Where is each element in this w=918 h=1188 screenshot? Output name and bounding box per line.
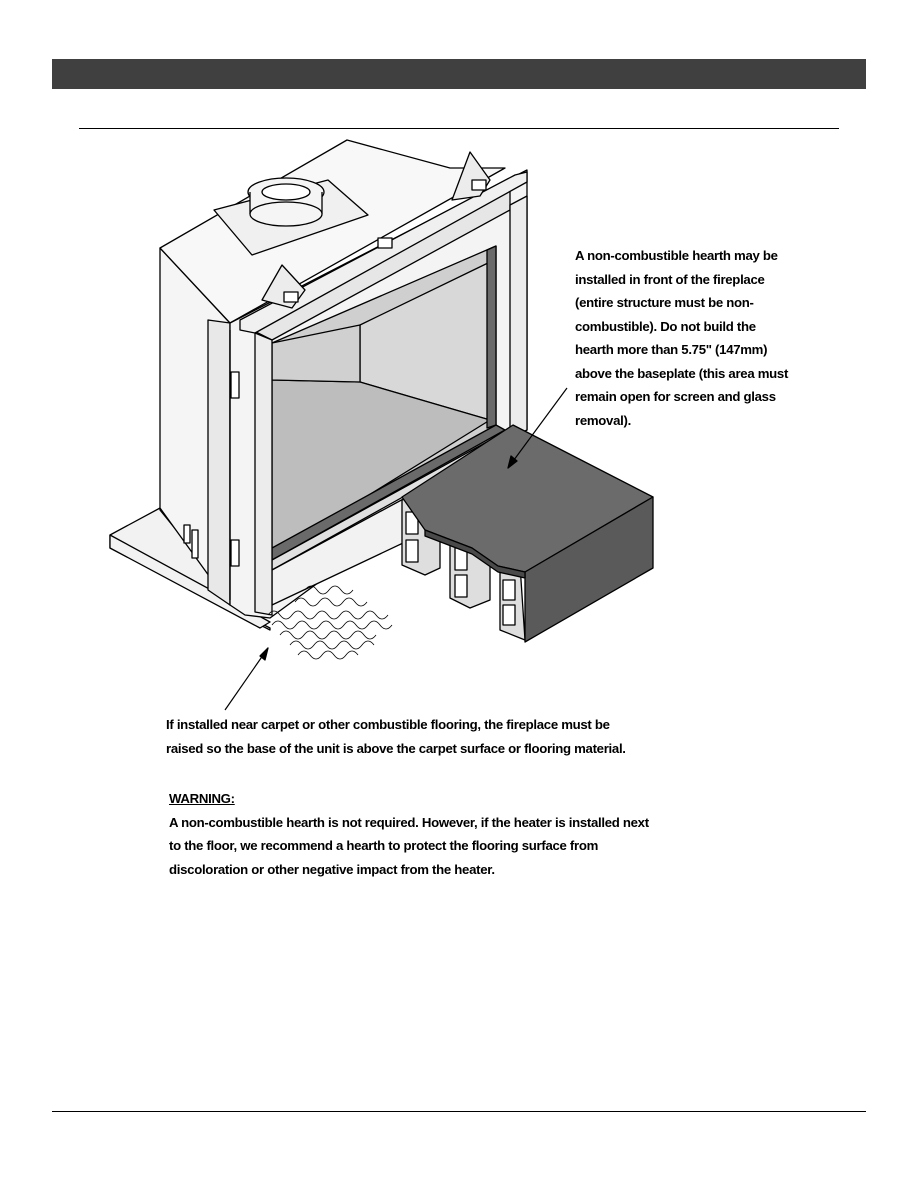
carpet-texture — [267, 585, 393, 660]
hearth-note-line: (entire structure must be non- — [575, 295, 754, 310]
carpet-note-line: If installed near carpet or other combus… — [166, 717, 610, 732]
warning-line: to the floor, we recommend a hearth to p… — [169, 838, 599, 853]
hearth-note-line: above the baseplate (this area must — [575, 365, 789, 381]
carpet-note: If installed near carpet or other combus… — [166, 713, 626, 760]
warning-title: WARNING: — [169, 791, 235, 806]
hearth-note-line: remain open for screen and glass — [575, 389, 776, 404]
hearth-note-line: combustible). Do not build the — [575, 318, 756, 334]
hearth-side — [524, 496, 654, 643]
hearth-note-line: installed in front of the fireplace — [575, 271, 765, 287]
hearth-leader — [507, 387, 568, 469]
hearth-note-line: removal). — [575, 412, 631, 428]
top-divider — [79, 128, 839, 129]
carpet-note-line: raised so the base of the unit is above … — [166, 740, 626, 756]
bottom-divider — [52, 1111, 866, 1112]
carpet-leader — [224, 647, 269, 711]
hearth-note: A non-combustible hearth may be installe… — [575, 244, 815, 432]
hearth-note-line: hearth more than 5.75" (147mm) — [575, 342, 768, 357]
hearth-note-line: A non-combustible hearth may be — [575, 248, 778, 263]
warning-block: WARNING: A non-combustible hearth is not… — [169, 787, 649, 881]
warning-line: discoloration or other negative impact f… — [169, 861, 495, 877]
warning-line: A non-combustible hearth is not required… — [169, 814, 649, 830]
header-bar — [52, 59, 866, 89]
